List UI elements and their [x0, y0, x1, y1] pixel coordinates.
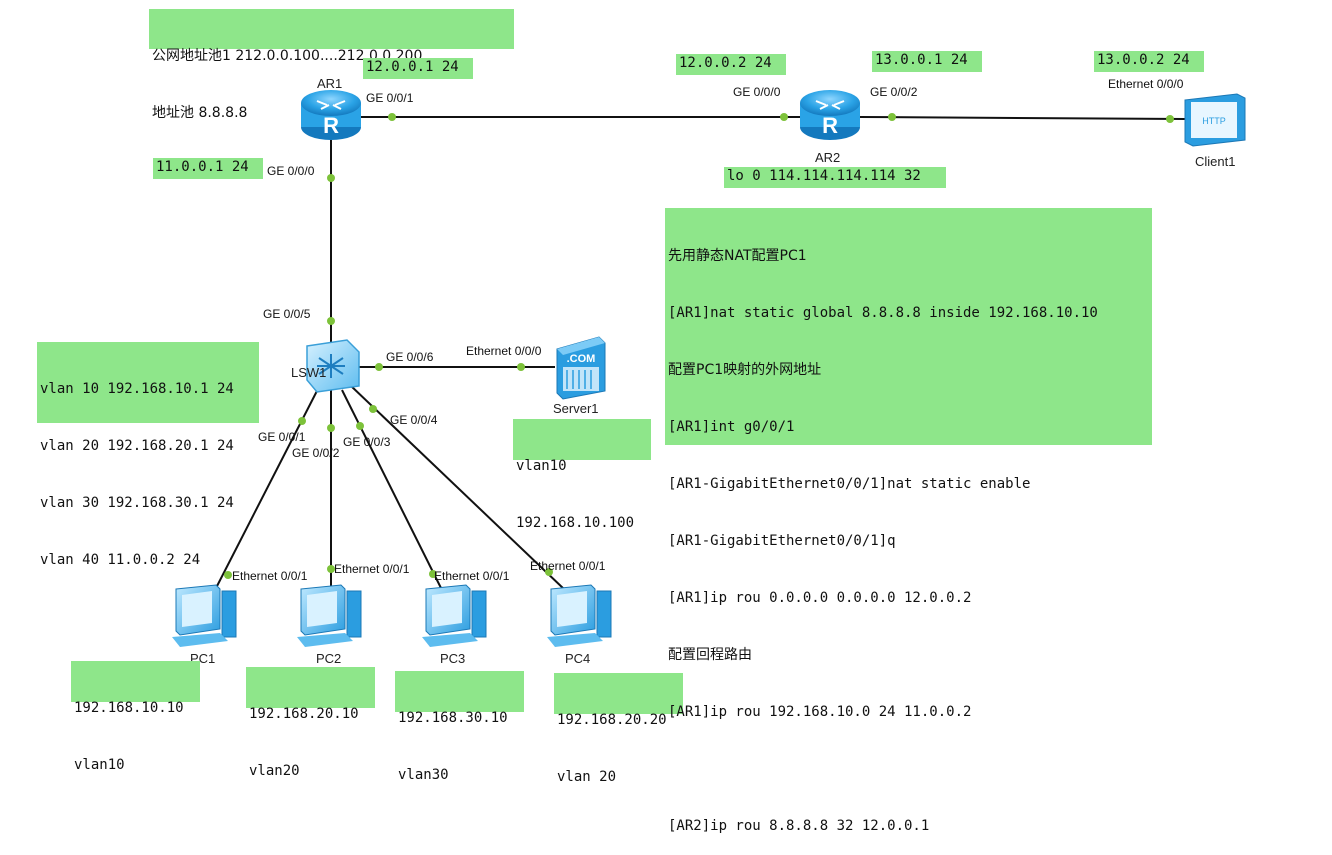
note-line: 地址池 8.8.8.8 — [152, 105, 248, 121]
device-name-server1: Server1 — [553, 401, 599, 416]
port-label: GE 0/0/0 — [267, 164, 315, 178]
port-dot — [388, 113, 396, 121]
server-note: vlan10 192.168.10.100 — [513, 419, 651, 531]
config-heading: 先用静态NAT配置PC1 — [668, 248, 807, 264]
link-lsw1-pc4 — [349, 384, 566, 591]
port-dot — [327, 317, 335, 325]
port-label: Ethernet 0/0/1 — [530, 559, 606, 573]
port-dot — [517, 363, 525, 371]
config-line: [AR1]ip rou 0.0.0.0 0.0.0.0 12.0.0.2 — [668, 590, 972, 606]
loopback-note: lo 0 114.114.114.114 32 — [724, 167, 946, 188]
note-line: vlan 20 192.168.20.1 24 — [40, 438, 234, 454]
port-label: Ethernet 0/0/0 — [466, 344, 542, 358]
topology-canvas: R R .COM HTTP — [172, 90, 1246, 647]
pc-icon[interactable] — [297, 584, 362, 647]
config-heading: 配置PC1映射的外网地址 — [668, 362, 822, 378]
port-label: Ethernet 0/0/1 — [232, 569, 308, 583]
port-label: Ethernet 0/0/1 — [434, 569, 510, 583]
nat-config-note: 先用静态NAT配置PC1 [AR1]nat static global 8.8.… — [665, 208, 1152, 834]
router-icon[interactable]: R — [800, 90, 860, 140]
pc-icon[interactable] — [422, 584, 487, 647]
note-line: vlan 30 192.168.30.1 24 — [40, 495, 234, 511]
config-line: [AR2]ip rou 8.8.8.8 32 12.0.0.1 — [668, 818, 930, 834]
svg-text:R: R — [323, 113, 339, 138]
port-dot — [327, 565, 335, 573]
pc2-note: 192.168.20.10 vlan20 — [246, 667, 375, 779]
note-line: vlan 20 — [557, 769, 617, 785]
port-dot — [356, 422, 364, 430]
note-line: 192.168.20.20 — [557, 712, 667, 728]
note-line: 192.168.10.100 — [516, 515, 635, 531]
device-name-lsw1: LSW1 — [291, 365, 327, 380]
config-line — [668, 760, 1149, 779]
device-name-client1: Client1 — [1195, 154, 1236, 169]
ip-note: 13.0.0.1 24 — [872, 51, 982, 72]
note-line: vlan30 — [398, 767, 449, 783]
ip-note: 11.0.0.1 24 — [153, 158, 263, 179]
port-dot — [780, 113, 788, 121]
config-line: [AR1]int g0/0/1 — [668, 419, 795, 435]
port-dot — [298, 417, 306, 425]
config-heading: 配置回程路由 — [668, 647, 752, 663]
port-dot — [224, 571, 232, 579]
port-label: Ethernet 0/0/1 — [334, 562, 410, 576]
router-icon[interactable]: R — [301, 90, 361, 140]
port-label: GE 0/0/6 — [386, 350, 434, 364]
server-badge: .COM — [567, 353, 596, 365]
note-line: 192.168.20.10 — [249, 706, 359, 722]
note-line: 192.168.10.10 — [74, 700, 184, 716]
config-line: [AR1-GigabitEthernet0/0/1]q — [668, 533, 896, 549]
device-name-pc3: PC3 — [440, 651, 466, 666]
svg-text:R: R — [822, 113, 838, 138]
link-ar2-client1 — [859, 116, 1186, 120]
port-label: GE 0/0/1 — [258, 430, 306, 444]
port-label: GE 0/0/2 — [870, 85, 918, 99]
device-name-pc2: PC2 — [316, 651, 342, 666]
address-pool-note: 公网地址池1 212.0.0.100....212.0.0.200 地址池 8.… — [149, 9, 514, 121]
ip-note: 13.0.0.2 24 — [1094, 51, 1204, 72]
note-line: vlan20 — [249, 763, 300, 779]
note-line: vlan 10 192.168.10.1 24 — [40, 381, 234, 397]
note-line: vlan10 — [74, 757, 125, 773]
port-dot — [369, 405, 377, 413]
port-label: GE 0/0/4 — [390, 413, 438, 427]
port-label: GE 0/0/2 — [292, 446, 340, 460]
note-line: vlan 40 11.0.0.2 24 — [40, 552, 201, 568]
port-label: GE 0/0/3 — [343, 435, 391, 449]
port-dot — [888, 113, 896, 121]
switch-icon[interactable] — [306, 339, 360, 393]
device-name-pc4: PC4 — [565, 651, 591, 666]
note-line: vlan10 — [516, 458, 567, 474]
pc-icon[interactable] — [172, 584, 237, 647]
vlan-interface-note: vlan 10 192.168.10.1 24 vlan 20 192.168.… — [37, 342, 259, 568]
config-line: [AR1]nat static global 8.8.8.8 inside 19… — [668, 305, 1098, 321]
http-client-icon[interactable]: HTTP — [1184, 93, 1246, 147]
port-label: GE 0/0/5 — [263, 307, 311, 321]
port-dot — [1166, 115, 1174, 123]
port-dot — [327, 424, 335, 432]
port-label: Ethernet 0/0/0 — [1108, 77, 1184, 91]
note-line: 192.168.30.10 — [398, 710, 508, 726]
config-line: [AR1-GigabitEthernet0/0/1]nat static ena… — [668, 476, 1031, 492]
server-icon[interactable]: .COM — [556, 336, 606, 400]
pc4-note: 192.168.20.20 vlan 20 — [554, 673, 683, 785]
pc3-note: 192.168.30.10 vlan30 — [395, 671, 524, 783]
port-dot — [429, 570, 437, 578]
port-label: GE 0/0/0 — [733, 85, 781, 99]
ip-note: 12.0.0.2 24 — [676, 54, 786, 75]
pc1-note: 192.168.10.10 vlan10 — [71, 661, 200, 773]
port-dot — [375, 363, 383, 371]
device-name-ar1: AR1 — [317, 76, 343, 91]
port-label: GE 0/0/1 — [366, 91, 414, 105]
ip-note: 12.0.0.1 24 — [363, 58, 473, 79]
config-line: [AR1]ip rou 192.168.10.0 24 11.0.0.2 — [668, 704, 972, 720]
client-badge: HTTP — [1202, 116, 1226, 126]
port-dot — [327, 174, 335, 182]
port-dot — [545, 568, 553, 576]
pc-icon[interactable] — [547, 584, 612, 647]
device-name-ar2: AR2 — [815, 150, 841, 165]
